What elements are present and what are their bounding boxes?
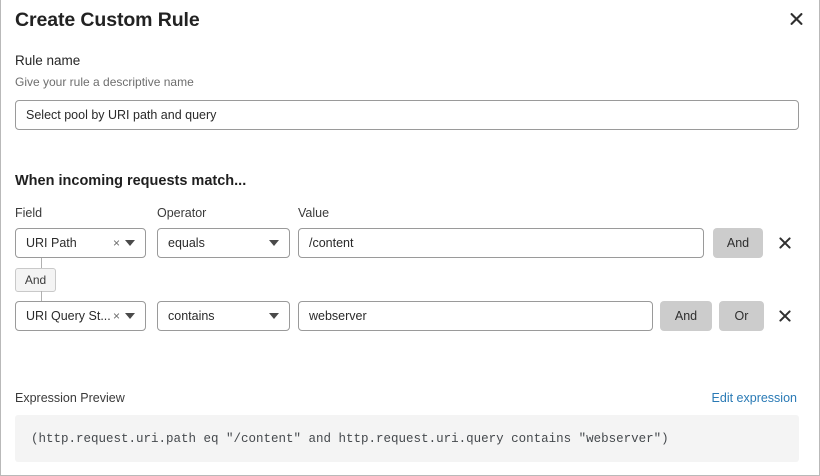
clear-icon[interactable]: ×: [112, 309, 120, 323]
operator-select-value-row-2: contains: [168, 309, 215, 323]
expression-preview-box: (http.request.uri.path eq "/content" and…: [15, 415, 799, 462]
chevron-down-icon: [269, 240, 279, 246]
field-select-value-row-1: URI Path: [26, 236, 77, 250]
page-title: Create Custom Rule: [15, 9, 200, 31]
field-select-row-2[interactable]: URI Query St... ×: [15, 301, 146, 331]
column-header-operator: Operator: [157, 206, 207, 220]
field-select-row-1[interactable]: URI Path ×: [15, 228, 146, 258]
rule-name-description: Give your rule a descriptive name: [15, 75, 194, 89]
edit-expression-link[interactable]: Edit expression: [711, 391, 797, 405]
value-input-row-2[interactable]: [298, 301, 653, 331]
column-header-value: Value: [298, 206, 330, 220]
group-connector-and-button[interactable]: And: [15, 268, 56, 292]
field-select-value-row-2: URI Query St...: [26, 309, 111, 323]
close-icon[interactable]: [783, 6, 809, 32]
or-button-row-2[interactable]: Or: [719, 301, 764, 331]
connector-line-top: [41, 258, 42, 269]
delete-row-2-button[interactable]: [776, 306, 794, 326]
delete-row-1-button[interactable]: [776, 233, 794, 253]
rule-name-label: Rule name: [15, 53, 81, 68]
expression-preview-label: Expression Preview: [15, 391, 125, 405]
chevron-down-icon: [269, 313, 279, 319]
operator-select-value-row-1: equals: [168, 236, 205, 250]
and-button-row-1[interactable]: And: [713, 228, 763, 258]
condition-row: URI Path × equals And: [1, 228, 819, 258]
rule-name-input[interactable]: [15, 100, 799, 130]
operator-select-row-1[interactable]: equals: [157, 228, 290, 258]
operator-select-row-2[interactable]: contains: [157, 301, 290, 331]
connector-line-bottom: [41, 291, 42, 302]
modal-header: Create Custom Rule: [1, 0, 819, 44]
value-input-row-1[interactable]: [298, 228, 704, 258]
condition-row: URI Query St... × contains And Or: [1, 301, 819, 331]
expression-preview-code: (http.request.uri.path eq "/content" and…: [31, 431, 669, 446]
clear-icon[interactable]: ×: [112, 236, 120, 250]
conditions-heading: When incoming requests match...: [15, 173, 247, 189]
chevron-down-icon: [125, 240, 135, 246]
and-button-row-2[interactable]: And: [660, 301, 712, 331]
chevron-down-icon: [125, 313, 135, 319]
column-header-field: Field: [15, 206, 43, 220]
